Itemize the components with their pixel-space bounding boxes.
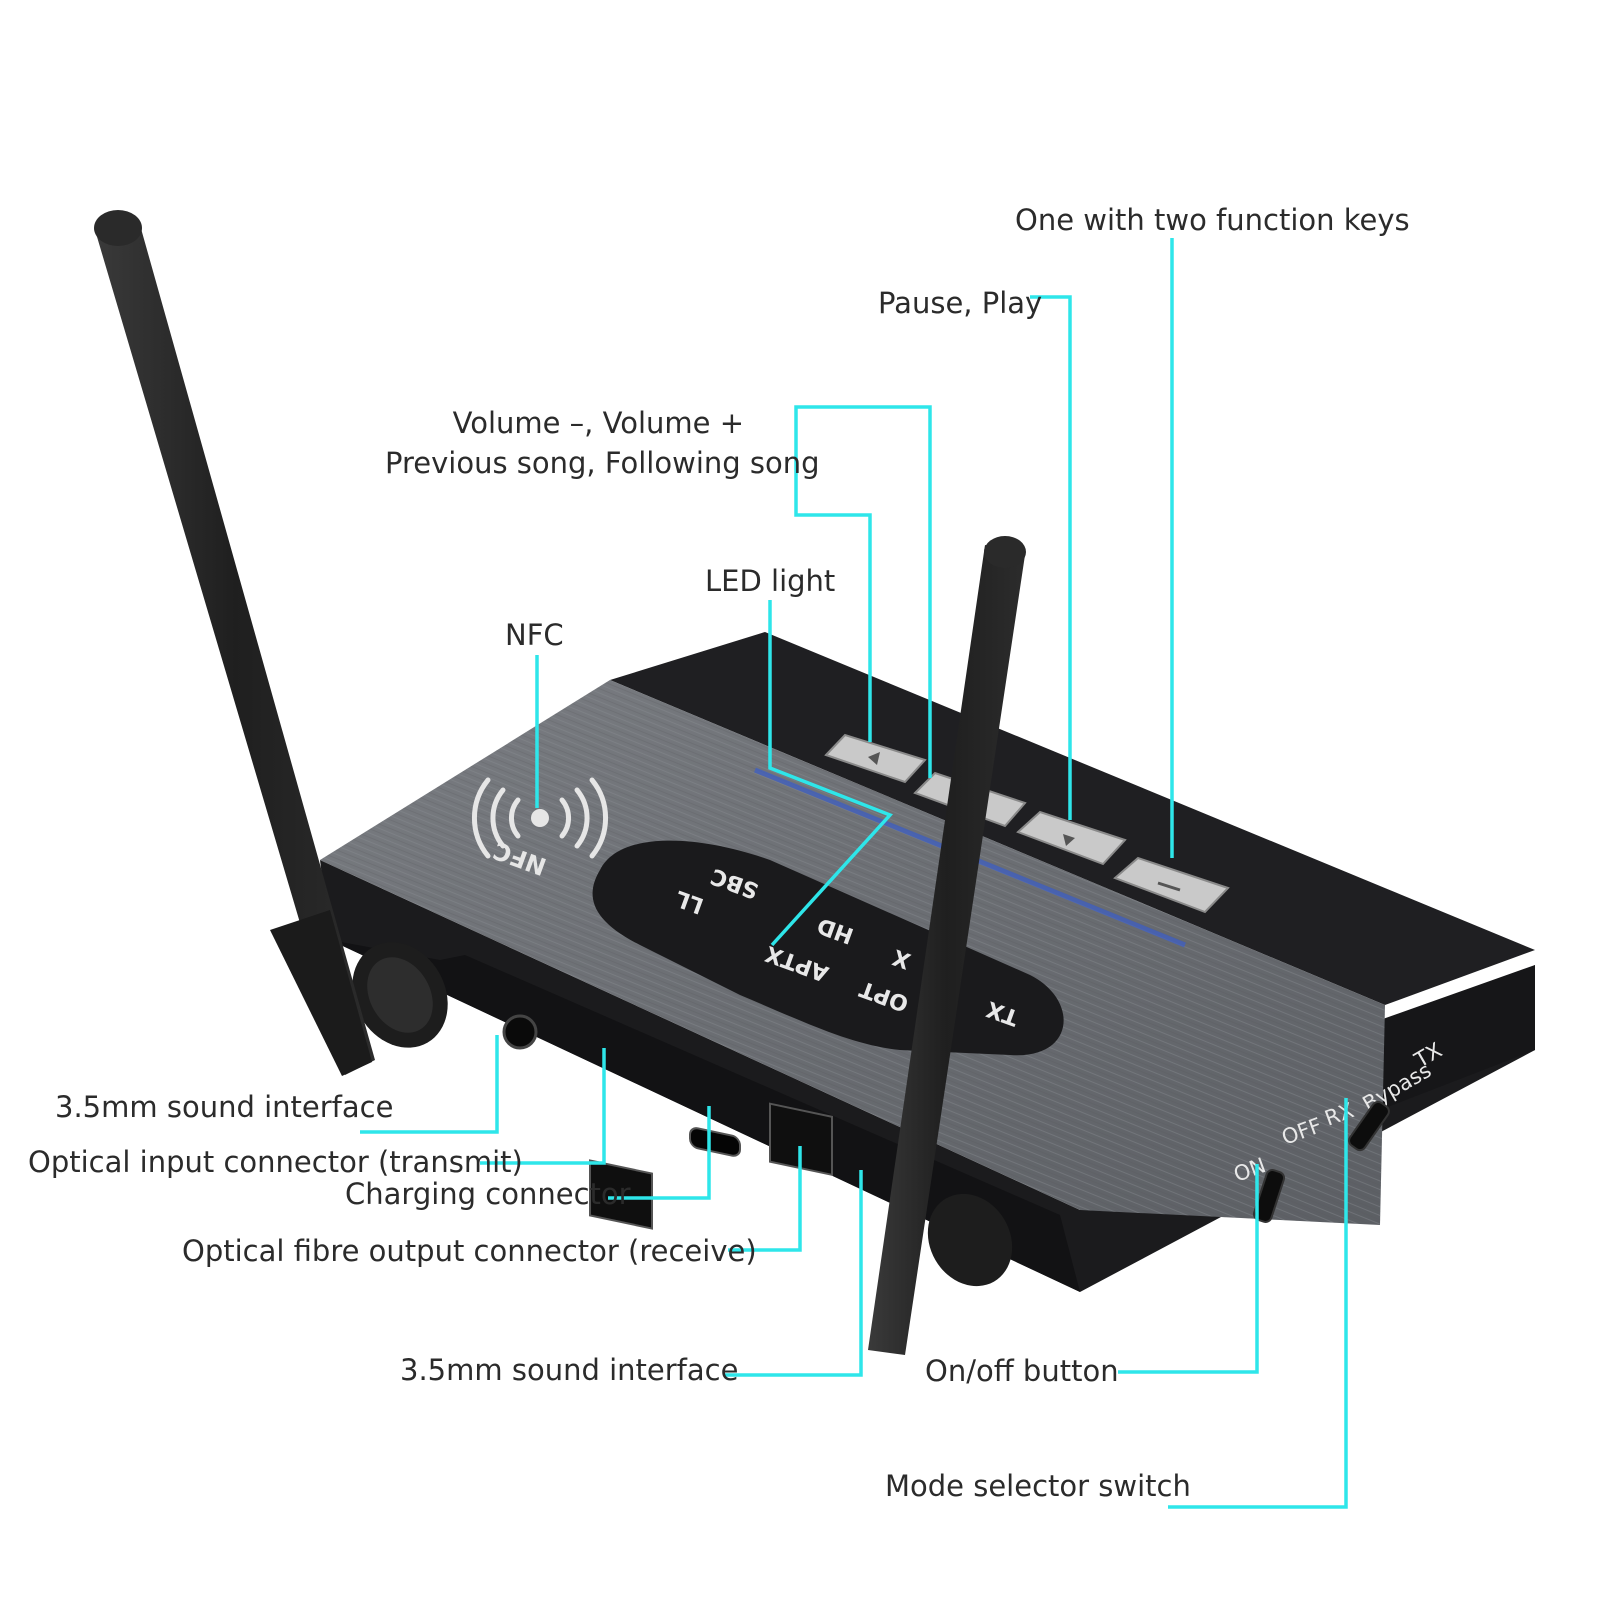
antenna-base-right xyxy=(927,1193,1013,1287)
charging-port[interactable] xyxy=(689,1127,741,1158)
leader-on-off xyxy=(1118,1164,1259,1374)
label-optical-input: Optical input connector (transmit) xyxy=(28,1145,523,1179)
leader-volume-down xyxy=(794,405,872,742)
label-pause-play: Pause, Play xyxy=(878,286,1043,320)
mode-selector-switch[interactable] xyxy=(1347,1100,1392,1153)
leader-led-light xyxy=(768,600,894,947)
audio-jack-1[interactable] xyxy=(502,1014,538,1050)
label-on-off: On/off button xyxy=(925,1354,1119,1388)
leader-optical-input xyxy=(480,1048,606,1165)
antenna-right xyxy=(868,536,1026,1355)
play-pause-button[interactable] xyxy=(1016,810,1127,866)
label-nfc: NFC xyxy=(505,618,564,652)
leader-mode-selector xyxy=(1168,1098,1348,1509)
leader-pause-play xyxy=(1030,295,1072,820)
label-volume-line1: Volume –, Volume + xyxy=(452,406,744,440)
label-sound-interface-1: 3.5mm sound interface xyxy=(55,1090,394,1124)
leader-volume-up xyxy=(800,405,932,778)
leader-optical-output xyxy=(728,1146,802,1252)
optical-input-port[interactable] xyxy=(589,1159,653,1230)
label-mode-selector: Mode selector switch xyxy=(885,1469,1191,1503)
volume-down-button[interactable] xyxy=(824,733,927,784)
label-charging: Charging connector xyxy=(345,1177,631,1211)
leader-lines xyxy=(360,238,1348,1509)
nfc-icon xyxy=(472,777,608,859)
label-sound-interface-2: 3.5mm sound interface xyxy=(400,1353,739,1387)
label-volume-line2: Previous song, Following song xyxy=(385,446,820,480)
leader-sound-interface-1 xyxy=(360,1035,499,1134)
function-key-button[interactable] xyxy=(1113,856,1230,914)
leader-sound-interface-2 xyxy=(724,1170,863,1377)
antenna-left xyxy=(94,210,375,1076)
leader-charging xyxy=(608,1106,711,1200)
label-optical-output: Optical fibre output connector (receive) xyxy=(182,1234,757,1268)
on-off-switch[interactable] xyxy=(1252,1168,1286,1223)
label-led-light: LED light xyxy=(705,564,836,598)
label-function-keys: One with two function keys xyxy=(1015,203,1410,237)
ports xyxy=(502,1014,833,1230)
antenna-base-left xyxy=(352,942,448,1048)
